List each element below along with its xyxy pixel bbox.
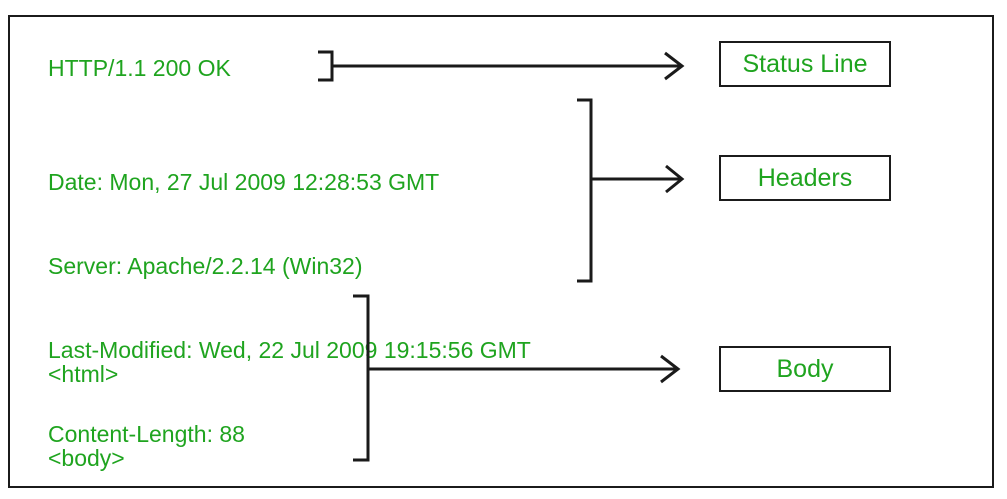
headers-box: Headers — [719, 155, 891, 201]
header-line: Content-Length: 88 — [48, 421, 245, 447]
body-line: <html> — [48, 361, 119, 387]
headers-box-label: Headers — [757, 163, 853, 192]
status-line-box-label: Status Line — [742, 49, 868, 78]
body-line: <body> — [48, 445, 125, 471]
outer-border — [8, 15, 994, 488]
header-line: Last-Modified: Wed, 22 Jul 2009 19:15:56… — [48, 337, 531, 363]
body-box-label: Body — [776, 354, 834, 383]
status-line-box: Status Line — [719, 41, 891, 87]
status-line-text: HTTP/1.1 200 OK — [48, 55, 231, 81]
header-line: Server: Apache/2.2.14 (Win32) — [48, 253, 363, 279]
headers-text-block: Date: Mon, 27 Jul 2009 12:28:53 GMT Serv… — [48, 112, 531, 499]
body-box: Body — [719, 346, 891, 392]
header-line: Date: Mon, 27 Jul 2009 12:28:53 GMT — [48, 169, 440, 195]
body-text-block: <html> <body> <h1>Hello, World!</h1> </b… — [48, 304, 291, 499]
